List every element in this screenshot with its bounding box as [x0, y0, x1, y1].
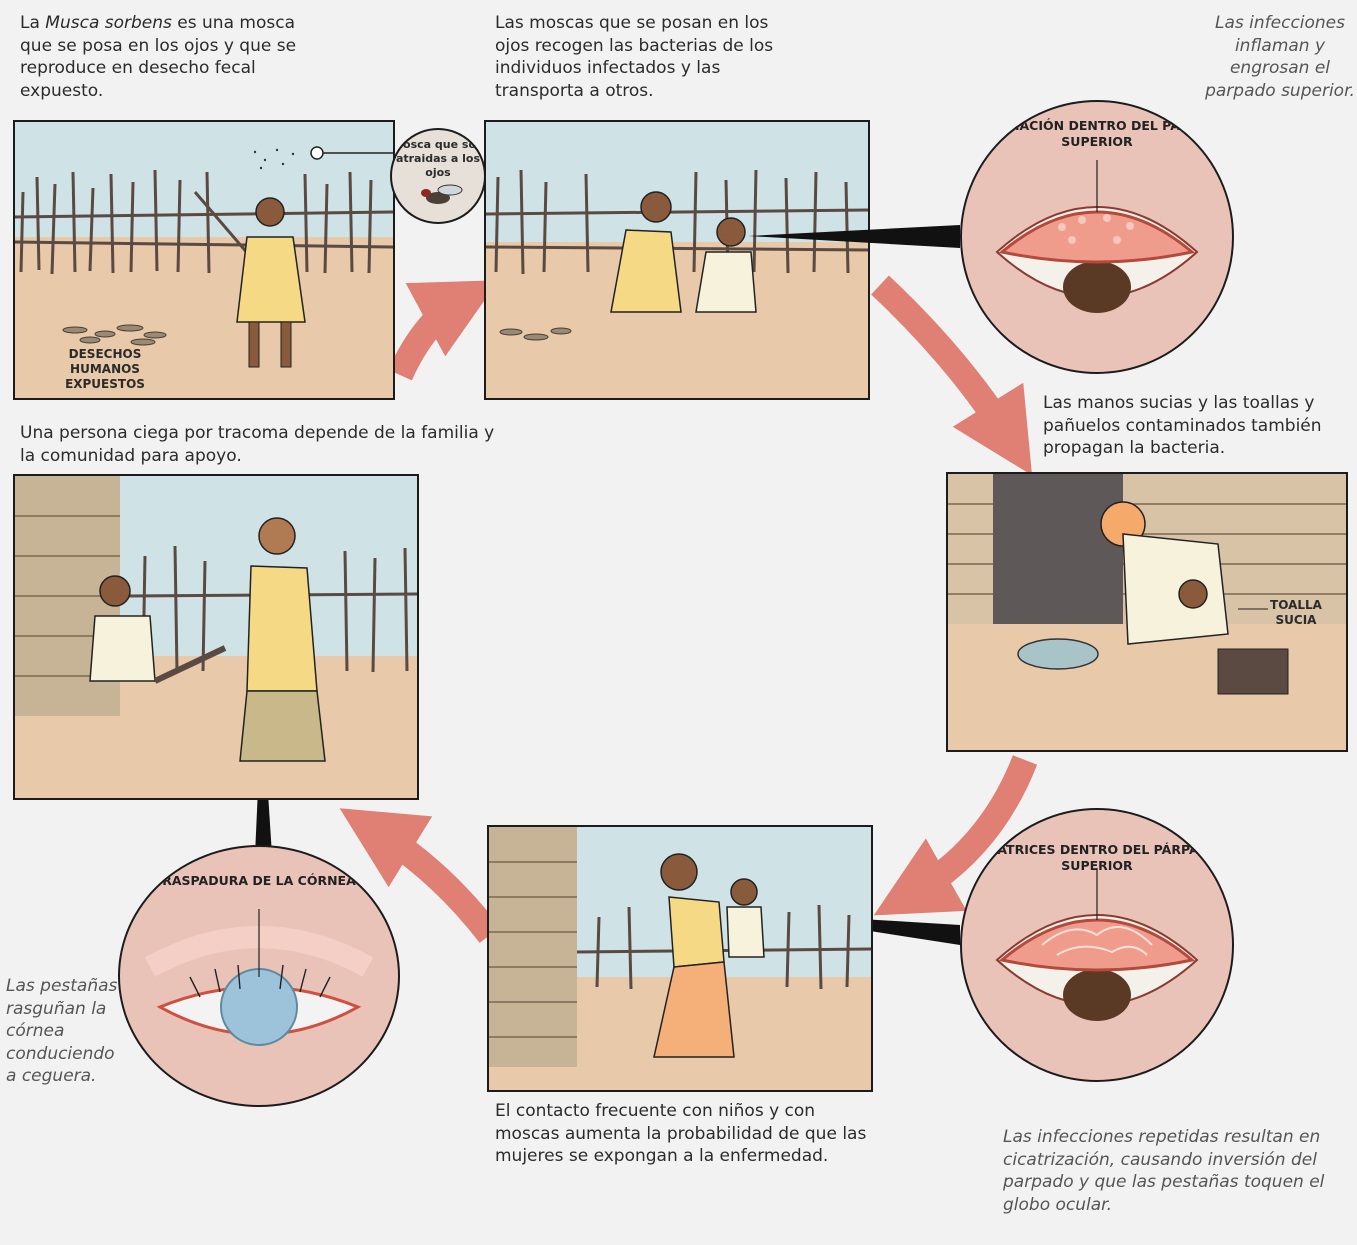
baby [727, 907, 764, 957]
caption-hands: Las manos sucias y las toallas y pañuelo… [1043, 392, 1348, 460]
panel-blind-elder [13, 474, 419, 800]
caption-contact: El contacto frecuente con niños y con mo… [495, 1100, 875, 1168]
elder [247, 566, 317, 691]
panel-exposed-waste: DESECHOS HUMANOS EXPUESTOS [13, 120, 395, 400]
caption-musca: La Musca sorbens es una mosca que se pos… [20, 12, 305, 102]
label-waste: DESECHOS HUMANOS EXPUESTOS [35, 347, 175, 392]
guide-child [90, 616, 155, 681]
circle-scars: CICATRICES DENTRO DEL PÁRPADO SUPERIOR [960, 808, 1234, 1082]
label-scars: CICATRICES DENTRO DEL PÁRPADO SUPERIOR [962, 842, 1232, 873]
wash-basin [1018, 639, 1098, 669]
scarred-eyelid [1002, 920, 1192, 970]
panel-flies [484, 120, 870, 400]
circle-inflammation: INFLAMACIÓN DENTRO DEL PÁRPADO SUPERIOR [960, 100, 1234, 374]
caption-repeat: Las infecciones repetidas resultan en ci… [1003, 1126, 1343, 1216]
everted-eyelid [1002, 212, 1192, 262]
caption-flies: Las moscas que se posan en los ojos reco… [495, 12, 805, 102]
arrow-waste-to-flies [400, 300, 462, 375]
caption-scratch: Las pestañas rasguñan la córnea conducie… [6, 975, 126, 1088]
label-inflammation: INFLAMACIÓN DENTRO DEL PÁRPADO SUPERIOR [962, 118, 1232, 149]
panel-towel: TOALLA SUCIA [946, 472, 1348, 752]
iris [1063, 969, 1131, 1021]
panel-mother-child [487, 825, 873, 1092]
fly-inset: Mosca que son atraidas a los ojos [390, 128, 486, 224]
label-cornea: RASPADURA DE LA CÓRNEA [120, 873, 398, 889]
iris [1063, 261, 1131, 313]
scratched-cornea [221, 969, 297, 1045]
brick-wall [489, 827, 577, 1067]
caption-blind: Una persona ciega por tracoma depende de… [20, 422, 500, 467]
circle-cornea: RASPADURA DE LA CÓRNEA [118, 845, 400, 1107]
doorway [993, 474, 1123, 634]
label-towel: TOALLA SUCIA [1256, 598, 1336, 628]
caption-inflame: Las infecciones inflaman y engrosan el p… [1205, 12, 1355, 102]
label-fly-inset: Mosca que son atraidas a los ojos [392, 138, 484, 179]
